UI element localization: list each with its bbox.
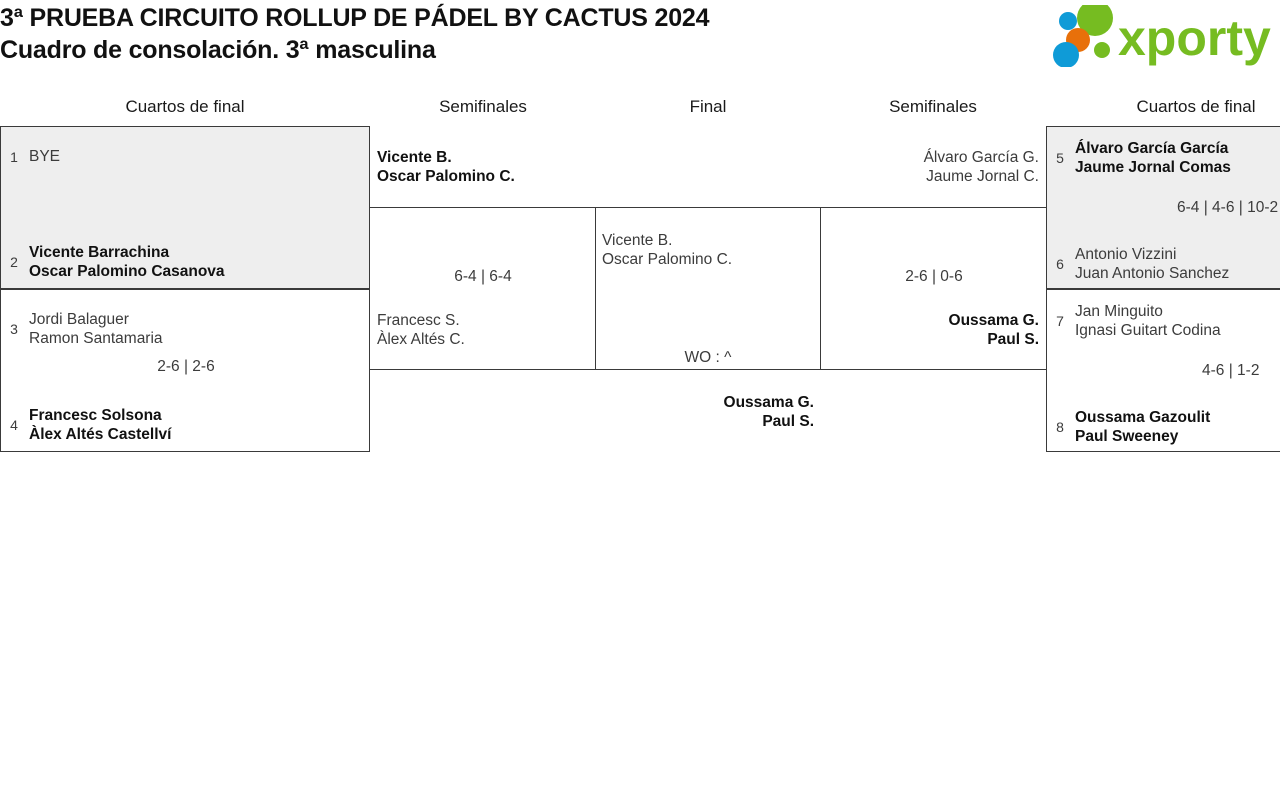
player-name: Oscar Palomino C.	[377, 168, 515, 185]
seed-number: 2	[10, 254, 18, 270]
match-box-left-qf-2[interactable]: 3 Jordi Balaguer Ramon Santamaria 4 Fran…	[0, 289, 370, 452]
page-header: 3ª PRUEBA CIRCUITO ROLLUP DE PÁDEL BY CA…	[0, 0, 1280, 78]
player-name: Jaume Jornal C.	[926, 168, 1039, 185]
entry-seed-6[interactable]: 6 Antonio Vizzini Juan Antonio Sanchez	[1053, 245, 1229, 283]
team-names: Vicente Barrachina Oscar Palomino Casano…	[29, 243, 225, 281]
seed-number: 1	[10, 148, 18, 165]
player-name: Ramon Santamaria	[29, 330, 163, 347]
logo-wordmark: xporty	[1118, 10, 1271, 66]
team-names: Jan Minguito Ignasi Guitart Codina	[1075, 302, 1221, 340]
match-box-left-sf[interactable]: 6-4 | 6-4	[370, 207, 596, 370]
player-name: Oussama Gazoulit	[1075, 409, 1211, 426]
player-name: Paul Sweeney	[1075, 428, 1179, 445]
seed-number: 6	[1056, 256, 1064, 272]
round-header-final: Final	[689, 97, 727, 116]
player-name: Vicente B.	[602, 232, 673, 249]
player-name: Oscar Palomino Casanova	[29, 263, 225, 280]
player-name: Francesc S.	[377, 312, 460, 329]
team-names: Francesc Solsona Àlex Altés Castellví	[29, 406, 171, 444]
entry-seed-1[interactable]: 1 BYE	[7, 147, 60, 166]
player-name: Álvaro García García	[1075, 140, 1229, 157]
match-box-left-qf-1[interactable]: 1 BYE 2 Vicente Barrachina Oscar Palomin…	[0, 126, 370, 289]
player-name: Álvaro García G.	[923, 149, 1039, 166]
tournament-subtitle: Cuadro de consolación. 3ª masculina	[0, 36, 436, 64]
advance-final-left: Vicente B. Oscar Palomino C.	[602, 231, 732, 269]
match-score-right-qf-2: 4-6 | 1-2	[1202, 362, 1260, 379]
entry-seed-4[interactable]: 4 Francesc Solsona Àlex Altés Castellví	[7, 406, 171, 444]
player-name: Oussama G.	[723, 394, 814, 411]
advance-left-sf-top: Vicente B. Oscar Palomino C.	[377, 148, 515, 186]
advance-right-sf-top: Álvaro García G. Jaume Jornal C.	[820, 148, 1039, 186]
match-score-right-qf-1: 6-4 | 4-6 | 10-2	[1177, 199, 1279, 216]
bracket-grid: 1 BYE 2 Vicente Barrachina Oscar Palomin…	[0, 126, 1280, 466]
xporty-logo[interactable]: xporty	[1048, 5, 1280, 67]
player-name: Juan Antonio Sanchez	[1075, 265, 1230, 282]
team-names: BYE	[29, 147, 60, 166]
player-name: Ignasi Guitart Codina	[1075, 322, 1221, 339]
team-names: Antonio Vizzini Juan Antonio Sanchez	[1075, 245, 1229, 283]
seed-number: 7	[1056, 313, 1064, 329]
player-name: Francesc Solsona	[29, 407, 162, 424]
entry-seed-2[interactable]: 2 Vicente Barrachina Oscar Palomino Casa…	[7, 243, 225, 281]
match-score-final: WO : ^	[684, 349, 732, 366]
match-box-final[interactable]: WO : ^	[596, 207, 820, 370]
champion-names: Oussama G. Paul S.	[620, 393, 814, 431]
team-names: Álvaro García García Jaume Jornal Comas	[1075, 139, 1231, 177]
player-name: Vicente B.	[377, 149, 452, 166]
player-name: Oussama G.	[948, 312, 1039, 329]
player-name: Jan Minguito	[1075, 303, 1163, 320]
entry-seed-5[interactable]: 5 Álvaro García García Jaume Jornal Coma…	[1053, 139, 1231, 177]
seed-number: 5	[1056, 150, 1064, 166]
round-header-left-qf: Cuartos de final	[125, 97, 245, 116]
match-score-right-sf: 2-6 | 0-6	[905, 268, 963, 285]
player-name: Jordi Balaguer	[29, 311, 129, 328]
team-names: Jordi Balaguer Ramon Santamaria	[29, 310, 163, 348]
svg-text:xporty: xporty	[1118, 10, 1271, 66]
match-box-right-qf-2[interactable]: 7 Jan Minguito Ignasi Guitart Codina 8 O…	[1046, 289, 1280, 452]
player-name: Paul S.	[987, 331, 1039, 348]
match-box-right-qf-1[interactable]: 5 Álvaro García García Jaume Jornal Coma…	[1046, 126, 1280, 289]
player-name: Vicente Barrachina	[29, 244, 170, 261]
player-name: Antonio Vizzini	[1075, 246, 1177, 263]
player-name: Àlex Altés Castellví	[29, 426, 172, 443]
seed-number: 8	[1056, 419, 1064, 435]
tournament-title: 3ª PRUEBA CIRCUITO ROLLUP DE PÁDEL BY CA…	[0, 4, 710, 32]
player-name: Jaume Jornal Comas	[1075, 159, 1231, 176]
team-names: Oussama Gazoulit Paul Sweeney	[1075, 408, 1210, 446]
advance-right-sf-bottom: Oussama G. Paul S.	[820, 311, 1039, 349]
player-name: Àlex Altés C.	[377, 331, 465, 348]
title-block: 3ª PRUEBA CIRCUITO ROLLUP DE PÁDEL BY CA…	[0, 2, 710, 66]
match-score-left-qf-2: 2-6 | 2-6	[157, 358, 215, 375]
match-box-right-sf[interactable]: 2-6 | 0-6	[820, 207, 1046, 370]
round-header-right-sf: Semifinales	[889, 97, 977, 116]
entry-seed-3[interactable]: 3 Jordi Balaguer Ramon Santamaria	[7, 310, 163, 348]
seed-number: 4	[10, 417, 18, 433]
player-name: BYE	[29, 148, 61, 165]
entry-seed-8[interactable]: 8 Oussama Gazoulit Paul Sweeney	[1053, 408, 1210, 446]
advance-left-sf-bottom: Francesc S. Àlex Altés C.	[377, 311, 465, 349]
player-name: Paul S.	[762, 413, 814, 430]
round-header-right-qf: Cuartos de final	[1136, 97, 1256, 116]
match-score-left-sf: 6-4 | 6-4	[454, 268, 512, 285]
round-header-left-sf: Semifinales	[439, 97, 527, 116]
entry-seed-7[interactable]: 7 Jan Minguito Ignasi Guitart Codina	[1053, 302, 1221, 340]
player-name: Oscar Palomino C.	[602, 251, 733, 268]
seed-number: 3	[10, 321, 18, 337]
logo-dots-icon	[1053, 5, 1113, 67]
